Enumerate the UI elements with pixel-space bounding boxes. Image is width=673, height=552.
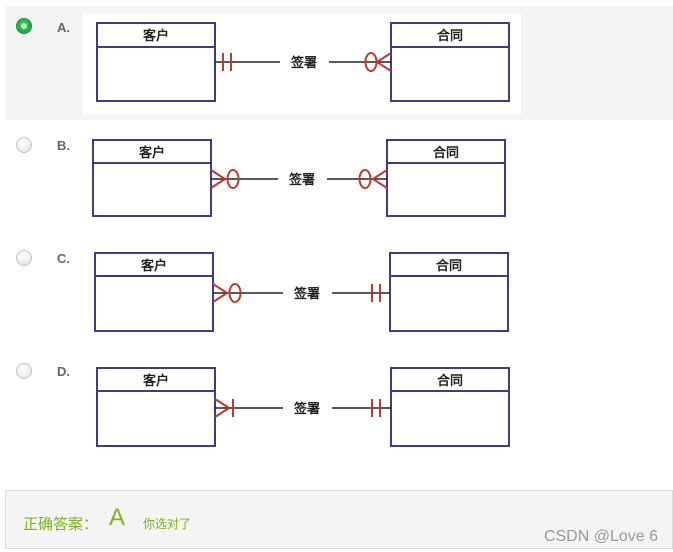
entity-title-right: 合同 bbox=[437, 28, 463, 44]
option-a[interactable]: A. 客户 合同 签署 bbox=[5, 6, 673, 120]
radio-option-c[interactable] bbox=[16, 250, 32, 266]
er-diagram-b: 客户 合同 签署 bbox=[89, 136, 509, 220]
entity-title-right: 合同 bbox=[433, 145, 459, 161]
entity-title-left: 客户 bbox=[143, 28, 169, 44]
relation-label: 签署 bbox=[290, 55, 317, 71]
relation-label: 签署 bbox=[293, 401, 320, 417]
entity-title-right: 合同 bbox=[436, 258, 462, 274]
entity-title-right: 合同 bbox=[437, 373, 463, 389]
entity-contract: 合同 bbox=[389, 252, 509, 332]
left-one-and-only-one-icon bbox=[222, 53, 232, 71]
radio-option-b[interactable] bbox=[16, 137, 32, 153]
option-letter: A. bbox=[57, 20, 70, 35]
option-letter: B. bbox=[57, 138, 70, 153]
correct-answer-value: A bbox=[109, 504, 126, 531]
entity-title-left: 客户 bbox=[141, 258, 167, 274]
right-zero-or-many-icon bbox=[364, 52, 392, 72]
entity-customer: 客户 bbox=[96, 367, 216, 447]
entity-title-left: 客户 bbox=[139, 145, 165, 161]
left-one-or-many-icon bbox=[214, 398, 234, 418]
relation-label: 签署 bbox=[288, 172, 315, 188]
right-one-and-only-one-icon bbox=[371, 284, 381, 302]
entity-contract: 合同 bbox=[390, 367, 510, 447]
option-d[interactable]: D. 客户 合同 签署 bbox=[5, 355, 673, 455]
radio-option-d[interactable] bbox=[16, 363, 32, 379]
entity-title-left: 客户 bbox=[143, 373, 169, 389]
radio-option-a[interactable] bbox=[16, 18, 32, 34]
relation-label: 签署 bbox=[293, 286, 320, 302]
er-diagram-c: 客户 合同 签署 bbox=[91, 249, 515, 335]
entity-customer: 客户 bbox=[94, 252, 214, 332]
option-letter: D. bbox=[57, 364, 70, 379]
correct-answer-label: 正确答案： bbox=[23, 516, 99, 533]
option-letter: C. bbox=[57, 251, 70, 266]
entity-contract: 合同 bbox=[390, 22, 510, 102]
option-c[interactable]: C. 客户 合同 签署 bbox=[5, 241, 673, 341]
right-zero-or-many-icon bbox=[358, 169, 388, 189]
er-diagram-a: 客户 合同 签署 bbox=[83, 13, 521, 115]
answer-feedback-text: 你选对了 bbox=[143, 517, 192, 531]
entity-customer: 客户 bbox=[92, 139, 212, 217]
watermark: CSDN @Love 6 bbox=[543, 528, 658, 545]
option-b[interactable]: B. 客户 合同 签署 bbox=[5, 128, 673, 228]
left-zero-or-many-icon bbox=[210, 169, 240, 189]
entity-contract: 合同 bbox=[386, 139, 506, 217]
answer-feedback-panel: 正确答案： A 你选对了 bbox=[5, 490, 673, 549]
entity-customer: 客户 bbox=[96, 22, 216, 102]
left-zero-or-many-icon bbox=[212, 283, 242, 303]
right-one-and-only-one-icon bbox=[371, 399, 381, 417]
er-diagram-d: 客户 合同 签署 bbox=[93, 364, 517, 450]
